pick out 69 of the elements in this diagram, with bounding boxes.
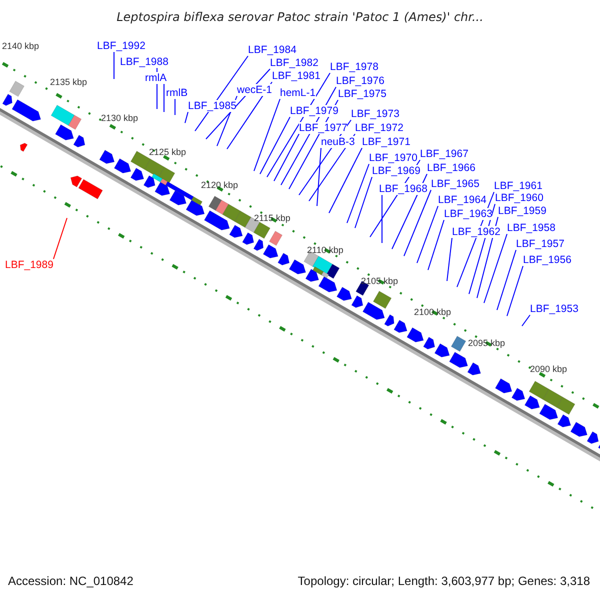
- leader-line: [346, 164, 370, 224]
- gene-label: LBF_1969: [372, 165, 420, 177]
- leader-line: [274, 134, 300, 182]
- leader-line: [404, 190, 432, 256]
- gene-label: LBF_1956: [523, 254, 572, 266]
- leader-line: [316, 148, 322, 206]
- gene-label: LBF_1958: [507, 222, 556, 234]
- gene-label: LBF_1975: [338, 88, 386, 100]
- leader-line: [496, 250, 516, 310]
- gene-label: LBF_1977: [299, 122, 348, 134]
- leader-line: [156, 68, 158, 110]
- gene-label: LBF_1981: [272, 70, 320, 82]
- scale-label: 2095 kbp: [468, 338, 506, 348]
- gene-label: LBF_1953: [530, 303, 578, 315]
- gene-label: LBF_1968: [379, 183, 428, 195]
- gene-label: LBF_1962: [452, 226, 500, 238]
- gene-label: LBF_1973: [351, 108, 400, 120]
- scale-label: 2135 kbp: [50, 77, 88, 87]
- gene-label: LBF_1985: [188, 100, 236, 112]
- scale-label: 2120 kbp: [201, 180, 238, 190]
- gene-label: LBF_1957: [516, 238, 564, 250]
- scale-label: 2110 kbp: [307, 245, 344, 255]
- leader-line: [506, 266, 524, 316]
- gene-label: LBF_1972: [355, 122, 404, 134]
- leader-line: [52, 218, 68, 260]
- gene-label: LBF_1976: [336, 75, 384, 87]
- gene-label: LBF_1966: [427, 162, 476, 174]
- leader-line: [254, 98, 280, 172]
- scale-label: 2100 kbp: [414, 307, 452, 317]
- gene-label: hemL-1: [280, 87, 316, 99]
- leader-line: [260, 116, 290, 174]
- genome-summary-text: Topology: circular; Length: 3,603,977 bp; Genes: 3,318: [298, 574, 590, 588]
- gene-label: LBF_1959: [498, 205, 546, 217]
- leader-line: [484, 234, 508, 304]
- scale-label: 2130 kbp: [101, 113, 138, 123]
- gene-label: LBF_1964: [438, 194, 486, 206]
- gene-label: LBF_1970: [369, 152, 418, 164]
- gene-label: LBF_1979: [290, 105, 338, 117]
- gene-label: LBF_1984: [248, 44, 296, 56]
- leader-line: [328, 148, 362, 214]
- scale-label: 2115 kbp: [254, 213, 290, 223]
- gene-label: LBF_1978: [330, 61, 378, 73]
- gene-label: wecE-1: [237, 84, 272, 96]
- gene-label: rmlA: [145, 72, 167, 84]
- scale-label: 2140 kbp: [2, 41, 40, 51]
- leader-line: [446, 238, 452, 282]
- leader-line: [428, 220, 444, 270]
- gene-label: LBF_1971: [362, 136, 410, 148]
- gene-label: neuB-3: [321, 136, 355, 148]
- scale-label: 2090 kbp: [530, 364, 568, 374]
- gene-label: LBF_1960: [495, 192, 544, 204]
- gene-label: LBF_1988: [120, 56, 168, 68]
- leader-line: [266, 72, 330, 178]
- gene-label: rmlB: [166, 87, 188, 99]
- gene-label: LBF_1989: [5, 259, 54, 271]
- leader-line: [174, 98, 176, 116]
- leader-line: [522, 314, 530, 326]
- chart-title: Leptospira biflexa serovar Patoc strain 'Patoc 1 (Ames)' chr...: [116, 10, 484, 24]
- gene-label: LBF_1965: [431, 178, 480, 190]
- scale-label: 2125 kbp: [149, 147, 186, 157]
- gene-label: LBF_1963: [444, 208, 492, 220]
- accession-text: Accession: NC_010842: [8, 574, 134, 588]
- leader-line: [416, 206, 438, 264]
- gene-label: LBF_1982: [270, 57, 318, 69]
- gene-label: LBF_1967: [420, 148, 468, 160]
- gene-label: LBF_1992: [97, 40, 146, 52]
- leader-line: [184, 112, 188, 124]
- gene-label: LBF_1961: [494, 180, 542, 192]
- leader-line: [354, 176, 372, 228]
